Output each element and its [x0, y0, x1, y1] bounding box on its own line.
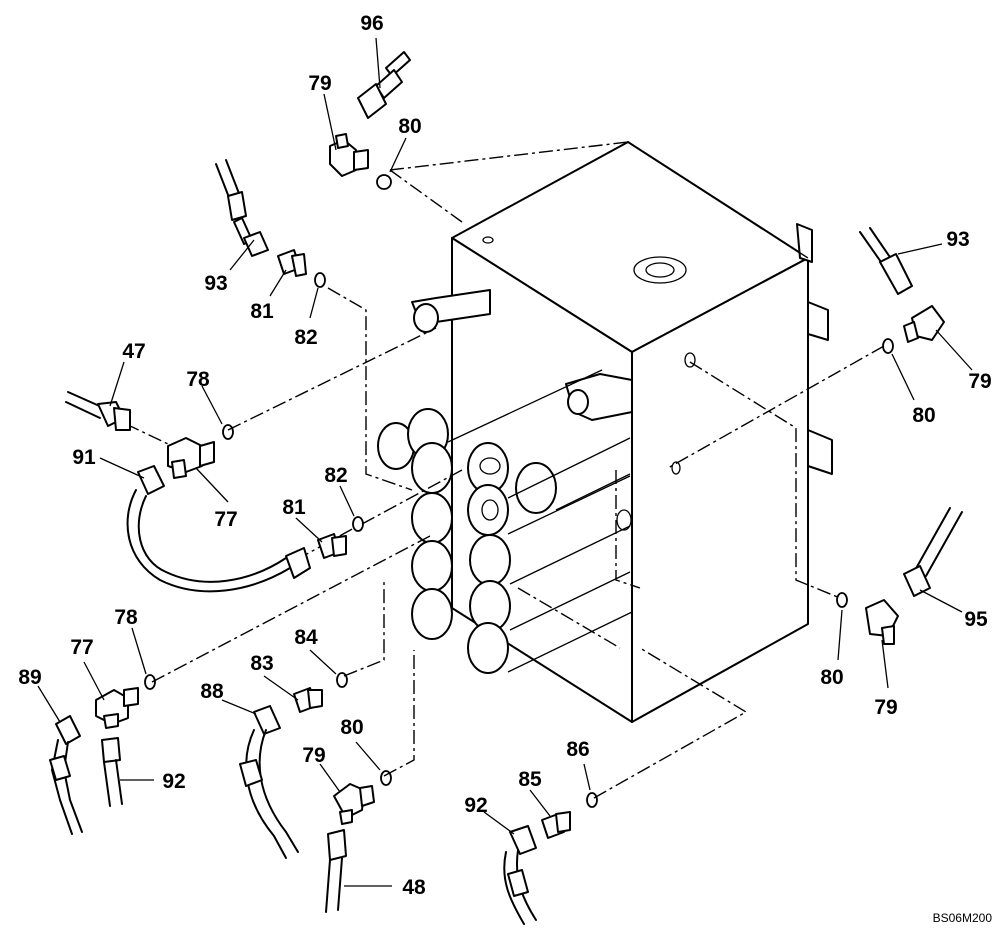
callout-80: 80: [398, 115, 421, 138]
o-ring-80-top: [376, 174, 392, 190]
o-ring-78-upper: [222, 424, 234, 440]
o-ring-82-mid: [352, 516, 364, 532]
hose-93-right: [859, 227, 913, 295]
tee-77-lower: [95, 687, 139, 729]
hose-93-upper-left: [215, 159, 269, 257]
hose-47: [65, 391, 131, 431]
callout-89: 89: [18, 666, 41, 689]
spool-caps: [377, 408, 632, 674]
hose-92-lower: [503, 825, 537, 925]
fitting-83: [293, 687, 323, 713]
callout-79: 79: [302, 744, 325, 767]
o-ring-80-lower-right: [836, 592, 848, 608]
o-ring-82-upper: [314, 272, 326, 288]
callout-78: 78: [114, 606, 138, 629]
hose-95: [903, 507, 963, 597]
callout-82: 82: [294, 326, 317, 349]
callout-96: 96: [360, 12, 383, 35]
fitting-81-mid: [317, 533, 347, 559]
callout-91: 91: [72, 446, 96, 469]
tee-77-upper: [167, 437, 215, 479]
callout-88: 88: [200, 680, 224, 703]
o-ring-80-lower: [380, 770, 392, 786]
callout-84: 84: [294, 626, 318, 649]
assembly-leader-lines: [125, 141, 885, 799]
o-ring-80-right: [882, 338, 894, 354]
fitting-96: [357, 51, 411, 119]
callout-92: 92: [464, 794, 487, 817]
callout-leaders: [37, 37, 973, 887]
hose-88: [239, 705, 299, 859]
callout-81: 81: [282, 496, 306, 519]
callout-82: 82: [324, 464, 347, 487]
fitting-79-top: [329, 133, 369, 177]
callout-85: 85: [518, 768, 542, 791]
o-ring-86: [586, 792, 598, 808]
hose-89: [49, 715, 83, 835]
o-ring-78-lower: [144, 674, 156, 690]
callout-78: 78: [186, 368, 210, 391]
callout-81: 81: [250, 300, 274, 323]
callout-80: 80: [340, 716, 363, 739]
callout-labels: 96 79 80 93 81 82 93 79 80 47 78 91 77 8…: [18, 12, 991, 899]
callout-86: 86: [566, 738, 589, 761]
o-ring-84: [336, 672, 348, 688]
fitting-85: [541, 811, 571, 839]
callout-77: 77: [70, 636, 93, 659]
callout-95: 95: [964, 608, 988, 631]
callout-80: 80: [820, 666, 843, 689]
callout-79: 79: [874, 696, 897, 719]
callout-79: 79: [968, 370, 991, 393]
fitting-79-lower-right: [865, 599, 899, 645]
hose-91: [126, 465, 311, 593]
callout-77: 77: [214, 508, 237, 531]
callout-92: 92: [162, 770, 185, 793]
callout-48: 48: [402, 876, 426, 899]
callout-93: 93: [204, 272, 227, 295]
fitting-81-upper: [277, 249, 307, 277]
fitting-79-lower: [333, 783, 375, 825]
callout-79: 79: [308, 72, 331, 95]
drawing-code: BS06M200: [933, 911, 993, 925]
callout-93: 93: [946, 228, 969, 251]
hose-92-left: [101, 737, 123, 807]
callout-83: 83: [250, 652, 273, 675]
control-valve-block: [377, 141, 833, 723]
hose-48: [325, 829, 347, 913]
fitting-79-right: [903, 305, 945, 343]
callout-80: 80: [912, 404, 935, 427]
callout-47: 47: [122, 340, 145, 363]
